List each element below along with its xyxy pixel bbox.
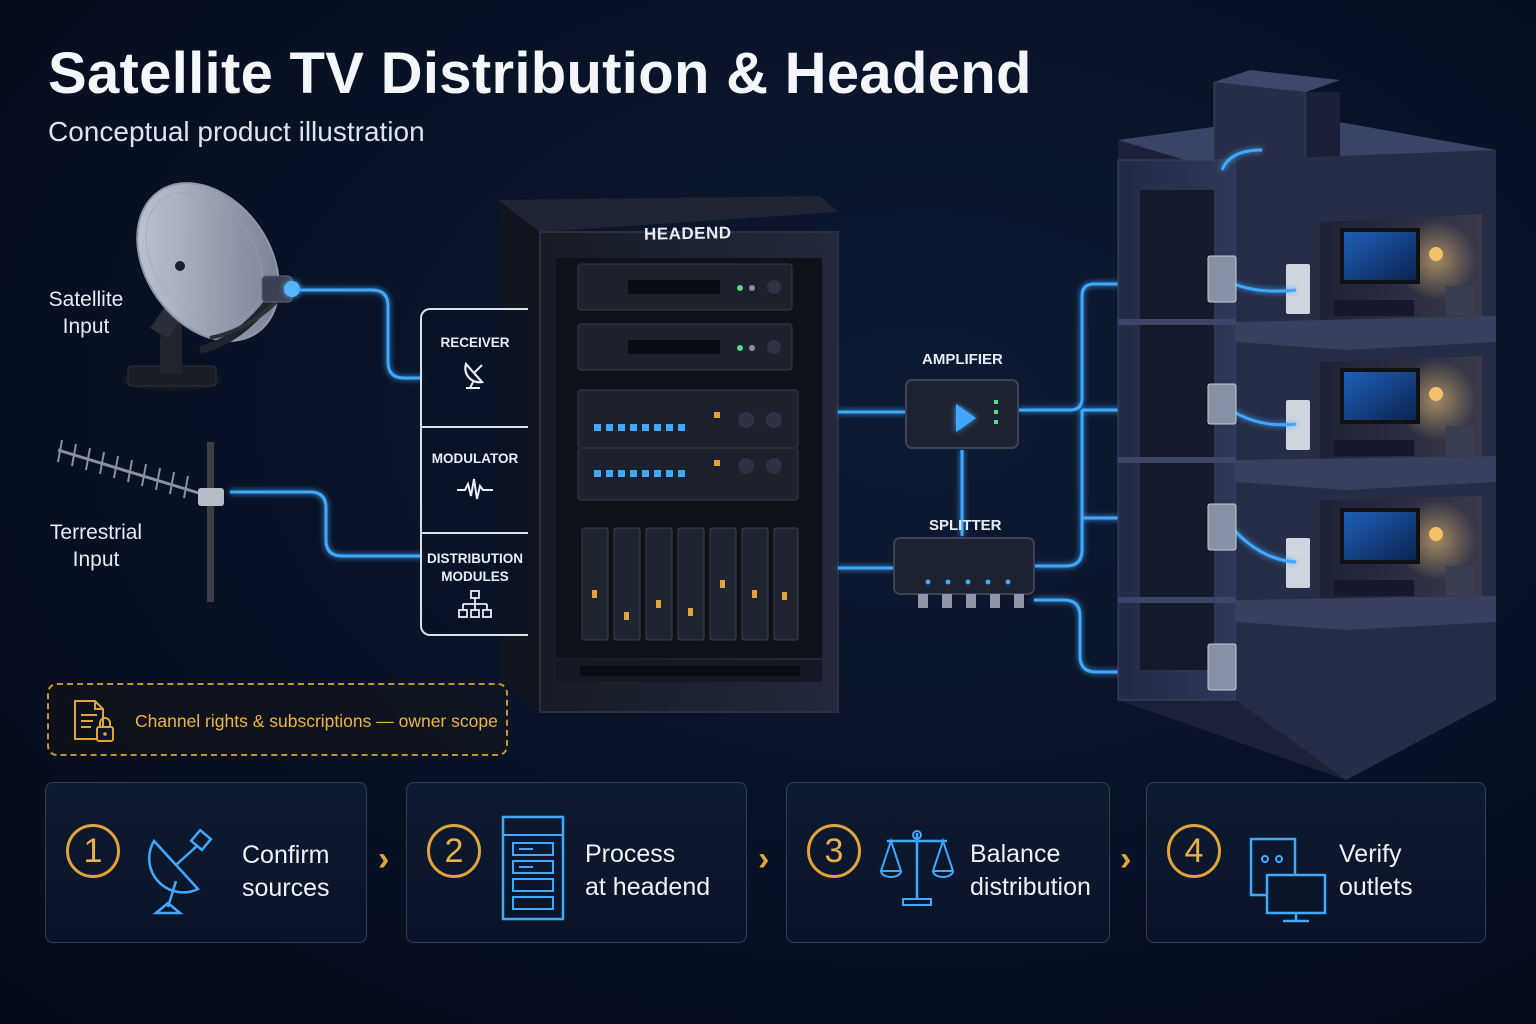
step-4-text: Verify outlets	[1339, 840, 1413, 901]
satellite-dish	[122, 182, 300, 391]
step-arrow-1: ›	[378, 840, 390, 878]
page-title: Satellite TV Distribution & Headend	[48, 41, 1032, 106]
step-arrow-2: ›	[758, 840, 770, 878]
splitter-label: SPLITTER	[929, 517, 1002, 534]
document-lock-icon	[74, 700, 114, 742]
modulator-module: MODULATOR	[420, 426, 528, 534]
step-2-text: Process at headend	[585, 840, 711, 901]
satellite-dish-icon	[464, 361, 485, 389]
amplifier-device	[905, 379, 1019, 449]
modulator-label: MODULATOR	[431, 451, 519, 466]
splitter-device	[893, 537, 1035, 608]
receiver-label: RECEIVER	[440, 335, 510, 350]
page-subtitle: Conceptual product illustration	[48, 116, 425, 147]
step-3-text: Balance distribution	[970, 840, 1091, 901]
step-2-card: 2 Process at headend	[406, 782, 747, 943]
step-arrow-3: ›	[1120, 840, 1132, 878]
headend-label: HEADEND	[643, 223, 732, 244]
server-rack-icon	[501, 815, 565, 921]
distribution-modules-label: DISTRIBUTION MODULES	[427, 551, 523, 584]
outlet-monitor-icon	[1249, 837, 1327, 923]
headend-rack	[498, 196, 839, 713]
distribution-modules: DISTRIBUTION MODULES	[420, 532, 528, 636]
step-1-number: 1	[66, 824, 120, 878]
terrestrial-antenna	[57, 439, 224, 602]
amplifier-label: AMPLIFIER	[922, 351, 1003, 368]
terrestrial-input-label: Terrestrial Input	[49, 521, 143, 571]
step-1-text: Confirm sources	[242, 841, 330, 902]
scales-icon	[879, 830, 955, 906]
hierarchy-icon	[458, 590, 492, 618]
channel-rights-notice: Channel rights & subscriptions — owner s…	[47, 683, 508, 756]
step-4-card: 4 Verify outlets	[1146, 782, 1486, 943]
step-1-card: 1 Confirm sources	[45, 782, 367, 943]
notice-text: Channel rights & subscriptions — owner s…	[135, 711, 498, 731]
receiver-module: RECEIVER	[420, 308, 528, 428]
satellite-input-label: Satellite Input	[48, 288, 124, 338]
step-3-number: 3	[807, 824, 861, 878]
input-signal-lines	[230, 288, 422, 558]
satellite-dish-icon	[147, 828, 213, 915]
step-3-card: 3 Balance distribution	[786, 782, 1110, 943]
waveform-icon	[457, 478, 493, 500]
apartment-building	[1117, 70, 1496, 780]
step-4-number: 4	[1167, 824, 1221, 878]
step-2-number: 2	[427, 824, 481, 878]
